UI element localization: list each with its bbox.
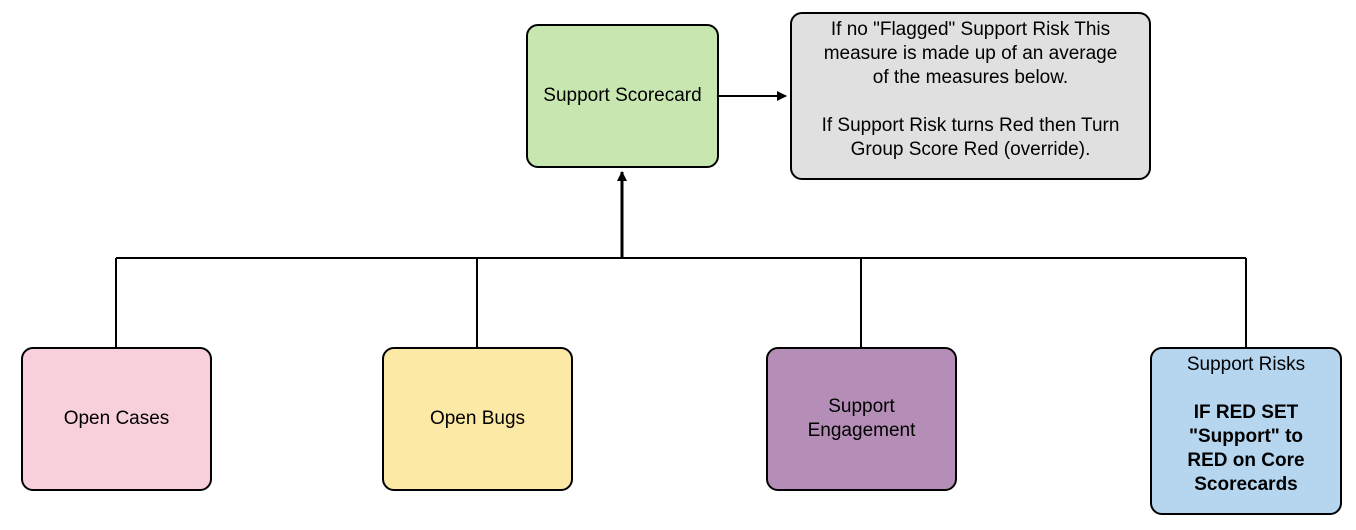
support-risks-title: Support Risks [1186,354,1306,375]
rule-line: Scorecards [1194,474,1298,495]
note-paragraph-override: If Support Risk turns Red then Turn Grou… [822,114,1120,162]
rule-line: "Support" to [1188,426,1304,447]
aggregation-note: If no "Flagged" Support Risk This measur… [790,12,1151,180]
rule-line: IF RED SET [1193,402,1299,423]
note-line: If no "Flagged" Support Risk This [830,19,1111,40]
note-paragraph-average: If no "Flagged" Support Risk This measur… [824,18,1118,90]
note-line: If Support Risk turns Red then Turn [821,115,1120,136]
support-risks-node: Support Risks IF RED SET "Support" to RE… [1150,347,1342,515]
support-engagement-label-line: Support [828,396,895,417]
open-cases-label: Open Cases [63,408,170,429]
support-engagement-label-line: Engagement [807,420,916,441]
open-cases-node: Open Cases [21,347,212,491]
note-line: measure is made up of an average [823,43,1118,64]
rule-line: RED on Core [1187,450,1305,471]
support-engagement-node: Support Engagement [766,347,957,491]
note-line: Group Score Red (override). [850,139,1091,160]
support-risks-rule: IF RED SET "Support" to RED on Core Scor… [1187,401,1304,497]
open-bugs-label: Open Bugs [429,408,526,429]
support-scorecard-label: Support Scorecard [543,85,702,106]
note-line: of the measures below. [872,67,1069,88]
support-scorecard-node: Support Scorecard [526,24,719,168]
open-bugs-node: Open Bugs [382,347,573,491]
